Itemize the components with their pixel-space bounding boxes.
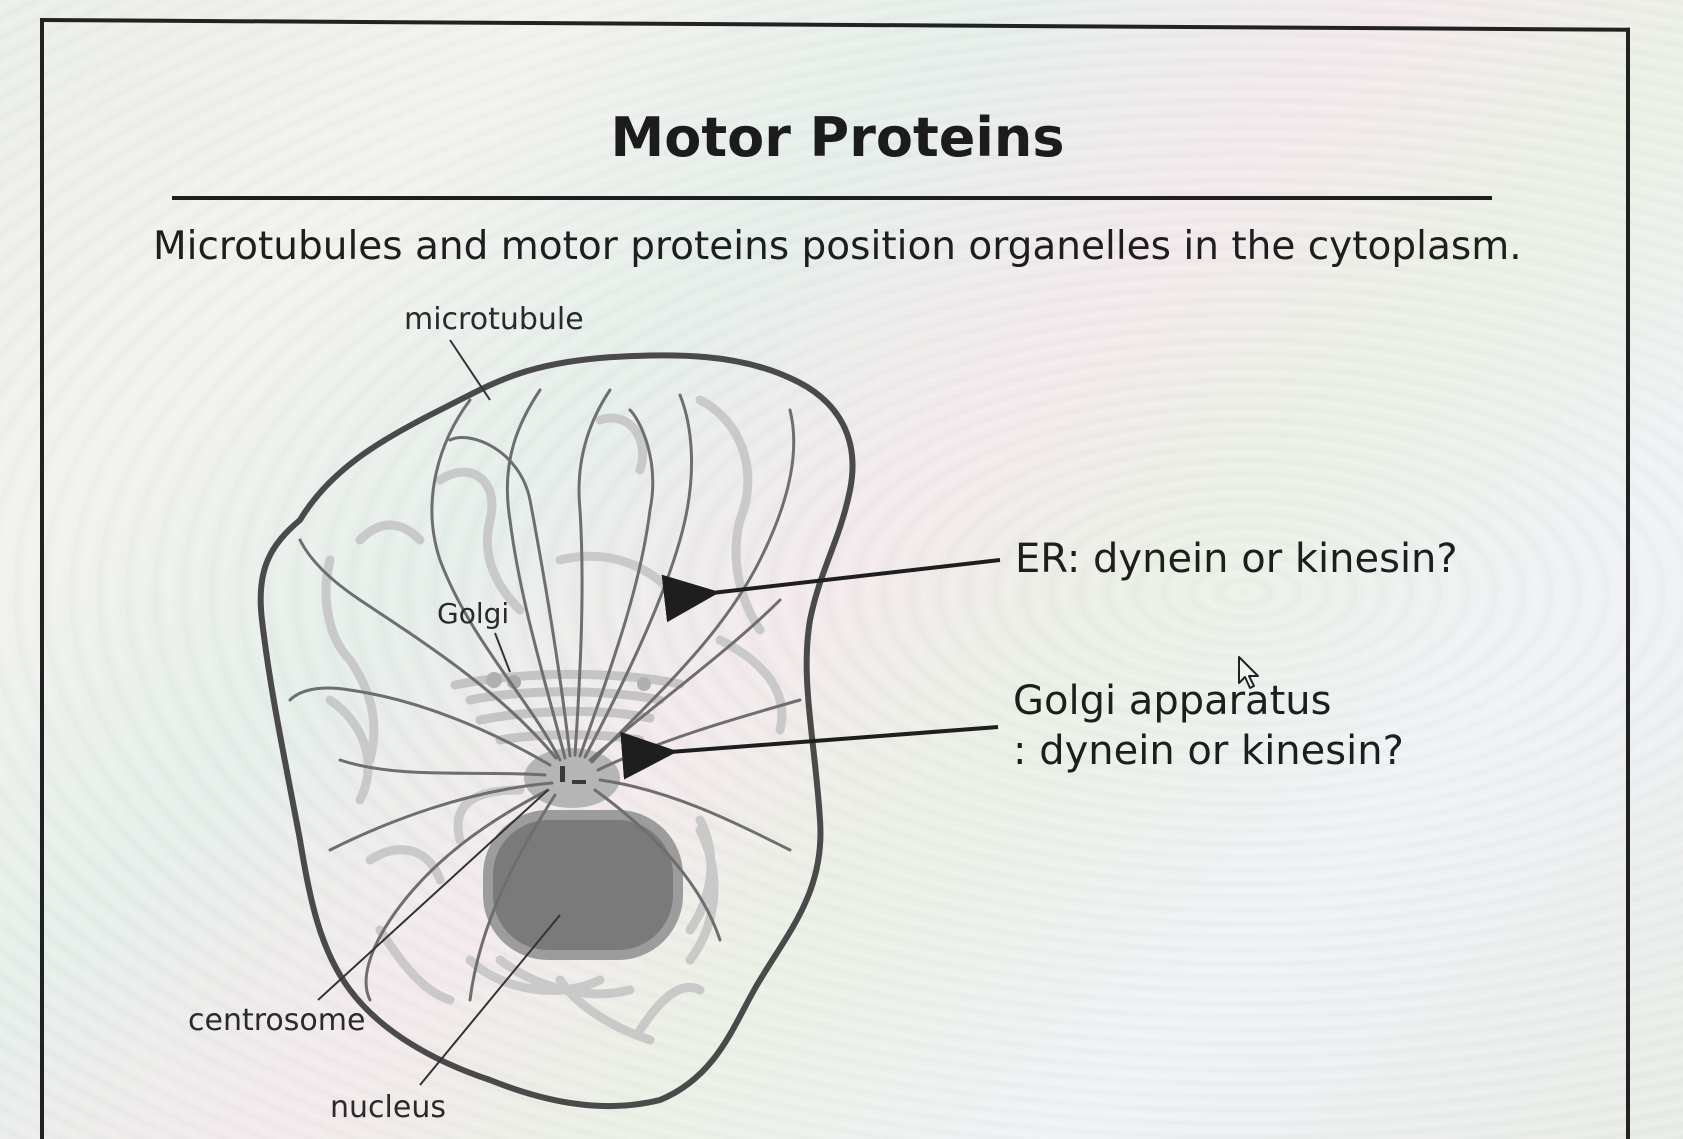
cell-membrane [257, 352, 856, 1110]
microtubule-leader [449, 339, 491, 401]
nucleus-label: nucleus [330, 1090, 446, 1125]
slide-title: Motor Proteins [610, 106, 1065, 169]
golgi-vesicle [507, 675, 521, 689]
golgi-leader [494, 632, 511, 673]
mouse-pointer-icon [1238, 656, 1259, 689]
microtubules [288, 388, 802, 1002]
nucleus [483, 810, 683, 960]
golgi-vesicle [637, 677, 651, 691]
golgi-label: Golgi [437, 597, 510, 630]
microtubule-label: microtubule [404, 302, 584, 337]
nucleus-leader [419, 914, 561, 1086]
centrosome-leader [317, 789, 549, 1001]
golgi-question-line1: Golgi apparatus [1013, 678, 1332, 724]
leader-lines [317, 339, 561, 1086]
golgi-arrow [620, 725, 999, 780]
slide-subtitle: Microtubules and motor proteins position… [153, 224, 1522, 269]
centriole [560, 766, 565, 782]
er-question: ER: dynein or kinesin? [1015, 536, 1458, 582]
golgi-question-line2: : dynein or kinesin? [1013, 728, 1404, 774]
centrosome-label: centrosome [188, 1003, 366, 1038]
er-arrow [661, 558, 1001, 623]
centriole [572, 780, 586, 784]
title-divider [172, 196, 1492, 200]
golgi-vesicle [486, 672, 502, 688]
